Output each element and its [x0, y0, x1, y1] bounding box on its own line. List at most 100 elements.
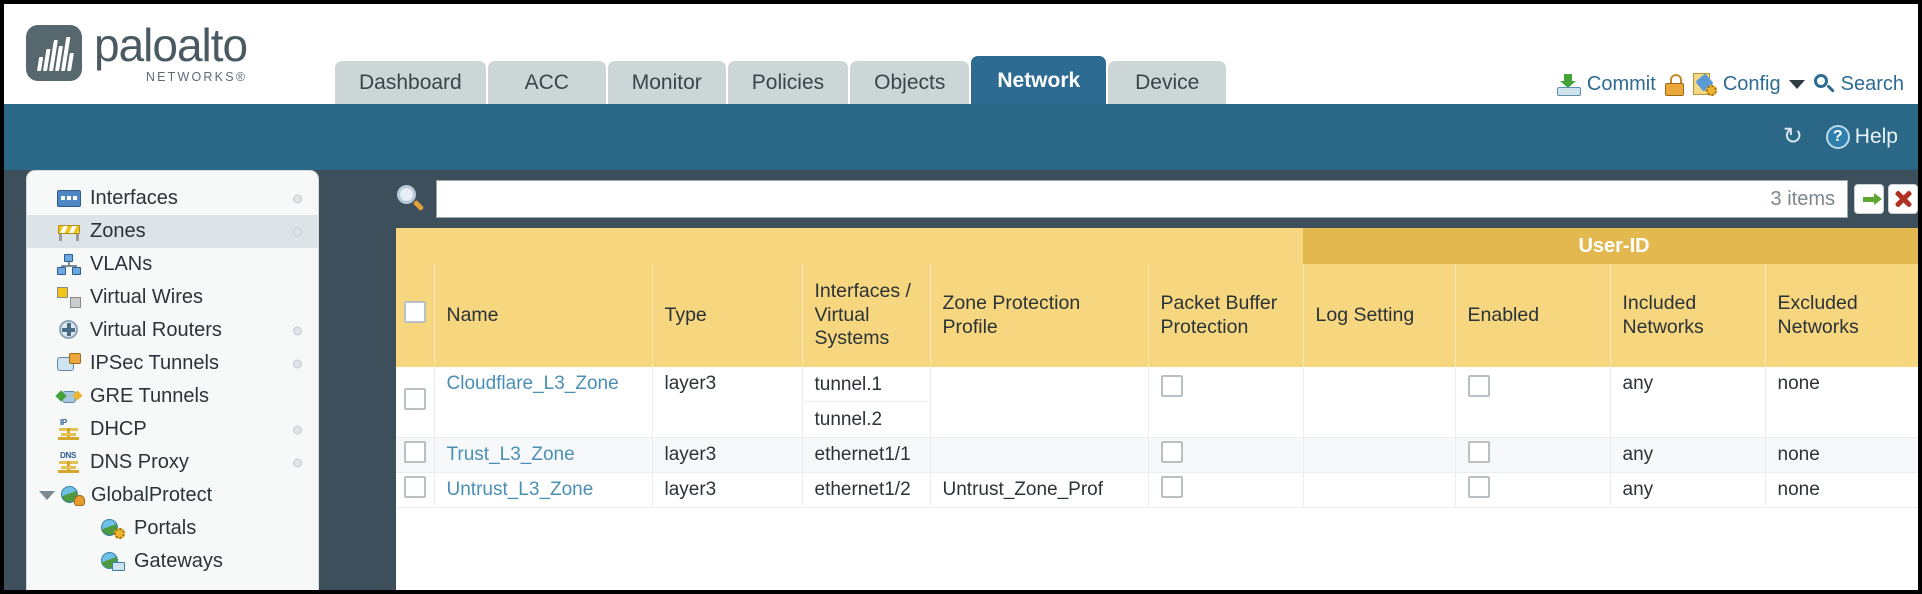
zone-name-link[interactable]: Untrust_L3_Zone: [446, 479, 594, 500]
cell-userid-enabled[interactable]: [1454, 472, 1610, 508]
column-header-enabled[interactable]: Enabled: [1454, 264, 1610, 367]
tab-dashboard[interactable]: Dashboard: [335, 61, 486, 104]
packet-buffer-protection-checkbox[interactable]: [1160, 476, 1183, 498]
cell-name[interactable]: Untrust_L3_Zone: [433, 472, 652, 508]
band-tools: ↻ ? Help: [1780, 125, 1898, 149]
sidebar-item-gateways[interactable]: Gateways: [27, 545, 318, 578]
tab-monitor[interactable]: Monitor: [607, 61, 726, 104]
userid-enabled-checkbox[interactable]: [1467, 441, 1490, 463]
column-header-packet-buffer-protection[interactable]: Packet Buffer Protection: [1147, 264, 1303, 367]
gateways-icon: [101, 551, 125, 572]
table-row[interactable]: Cloudflare_L3_Zone layer3 tunnel.1 tunne…: [396, 367, 1918, 438]
cell-excluded-networks: none: [1764, 437, 1918, 473]
cell-packet-buffer-protection[interactable]: [1147, 472, 1303, 508]
gre-tunnels-icon: [55, 386, 83, 407]
column-header-zone-protection-profile[interactable]: Zone Protection Profile: [929, 264, 1148, 367]
cell-packet-buffer-protection[interactable]: [1147, 367, 1303, 438]
zone-name-link[interactable]: Cloudflare_L3_Zone: [446, 373, 619, 394]
help-button[interactable]: ? Help: [1825, 125, 1898, 149]
row-checkbox[interactable]: [403, 388, 426, 410]
packet-buffer-protection-checkbox[interactable]: [1160, 441, 1183, 463]
sidebar-item-ipsec-tunnels[interactable]: IPSec Tunnels: [27, 347, 318, 380]
search-icon: [1813, 74, 1835, 95]
column-header-name[interactable]: Name: [433, 264, 652, 367]
row-select-cell[interactable]: [396, 367, 434, 438]
arrow-right-icon: [1863, 192, 1882, 205]
help-label: Help: [1854, 125, 1898, 148]
select-all-header[interactable]: [396, 264, 434, 367]
userid-enabled-checkbox[interactable]: [1467, 476, 1490, 498]
cell-name[interactable]: Trust_L3_Zone: [433, 437, 652, 473]
close-icon: [1894, 190, 1912, 208]
sidebar-item-interfaces[interactable]: Interfaces: [27, 182, 318, 215]
zones-table-container: User-ID Name Type Interfaces / Virtual S…: [396, 228, 1918, 590]
cell-zone-protection-profile: [929, 367, 1148, 438]
row-select-cell[interactable]: [396, 437, 434, 473]
select-all-checkbox[interactable]: [403, 301, 426, 324]
cell-packet-buffer-protection[interactable]: [1147, 437, 1303, 473]
column-header-included-networks[interactable]: Included Networks: [1609, 264, 1765, 367]
userid-enabled-checkbox[interactable]: [1467, 375, 1490, 397]
filter-bar: 3 items: [396, 170, 1918, 228]
clear-filter-button[interactable]: [1888, 184, 1918, 214]
zone-name-link[interactable]: Trust_L3_Zone: [446, 444, 575, 465]
cell-userid-enabled[interactable]: [1454, 367, 1610, 438]
config-label: Config: [1722, 73, 1781, 95]
cell-log-setting: [1302, 472, 1455, 508]
sidebar-item-dhcp[interactable]: IP DHCP: [27, 413, 318, 446]
config-menu[interactable]: Config: [1692, 73, 1805, 96]
tab-objects[interactable]: Objects: [850, 61, 970, 104]
brand-name: paloalto: [94, 19, 248, 71]
table-row[interactable]: Untrust_L3_Zone layer3 ethernet1/2 Untru…: [396, 472, 1918, 508]
sub-header-band: ↻ ? Help: [4, 104, 1918, 170]
row-select-cell[interactable]: [396, 472, 434, 508]
sidebar-item-virtual-wires[interactable]: Virtual Wires: [27, 281, 318, 314]
cell-name[interactable]: Cloudflare_L3_Zone: [433, 367, 652, 438]
row-checkbox[interactable]: [403, 441, 426, 463]
table-group-header-row: User-ID: [396, 228, 1918, 264]
sidebar-label-virtual-routers: Virtual Routers: [90, 319, 222, 341]
dhcp-icon: IP: [57, 419, 81, 440]
sidebar-item-vlans[interactable]: VLANs: [27, 248, 318, 281]
sidebar-item-dns-proxy[interactable]: DNS DNS Proxy: [27, 446, 318, 479]
body-area: Interfaces Zones VLANs: [4, 170, 1918, 590]
row-checkbox[interactable]: [403, 476, 426, 498]
sidebar-item-portals[interactable]: Portals: [27, 512, 318, 545]
globalprotect-icon: [61, 485, 85, 506]
tab-policies[interactable]: Policies: [727, 61, 849, 104]
cell-userid-enabled[interactable]: [1454, 437, 1610, 473]
table-body: Cloudflare_L3_Zone layer3 tunnel.1 tunne…: [396, 367, 1918, 508]
filter-box: 3 items: [436, 180, 1848, 218]
commit-button[interactable]: Commit: [1556, 73, 1656, 96]
chevron-down-icon[interactable]: [39, 491, 55, 500]
apply-filter-button[interactable]: [1854, 184, 1884, 214]
unlock-button[interactable]: [1664, 73, 1684, 96]
search-input[interactable]: [437, 181, 1759, 217]
sidebar-label-globalprotect: GlobalProtect: [91, 484, 213, 506]
ipsec-tunnels-icon: [57, 353, 81, 374]
vlans-icon: [57, 254, 81, 275]
refresh-icon[interactable]: ↻: [1782, 123, 1803, 150]
column-header-type[interactable]: Type: [651, 264, 802, 367]
cell-type: layer3: [651, 472, 802, 508]
search-button[interactable]: Search: [1813, 73, 1904, 96]
sidebar-item-globalprotect[interactable]: GlobalProtect: [27, 479, 318, 512]
zones-table: User-ID Name Type Interfaces / Virtual S…: [396, 228, 1918, 508]
tab-network[interactable]: Network: [971, 56, 1107, 104]
packet-buffer-protection-checkbox[interactable]: [1160, 375, 1183, 397]
sidebar-label-dns-proxy: DNS Proxy: [90, 451, 189, 473]
tab-acc[interactable]: ACC: [487, 61, 606, 104]
sidebar-item-virtual-routers[interactable]: Virtual Routers: [27, 314, 318, 347]
sidebar-dot-dns-proxy: [293, 458, 302, 467]
column-header-interfaces[interactable]: Interfaces / Virtual Systems: [801, 264, 930, 367]
help-icon: ?: [1825, 125, 1850, 149]
paloalto-logo-icon: [26, 25, 82, 81]
sidebar-item-zones[interactable]: Zones: [27, 215, 318, 248]
column-header-log-setting[interactable]: Log Setting: [1302, 264, 1455, 367]
column-header-excluded-networks[interactable]: Excluded Networks: [1764, 264, 1918, 367]
table-row[interactable]: Trust_L3_Zone layer3 ethernet1/1: [396, 437, 1918, 473]
cell-excluded-networks: none: [1764, 367, 1918, 438]
virtual-routers-icon: [57, 320, 81, 341]
sidebar-item-gre-tunnels[interactable]: GRE Tunnels: [27, 380, 318, 413]
tab-device[interactable]: Device: [1108, 61, 1227, 104]
